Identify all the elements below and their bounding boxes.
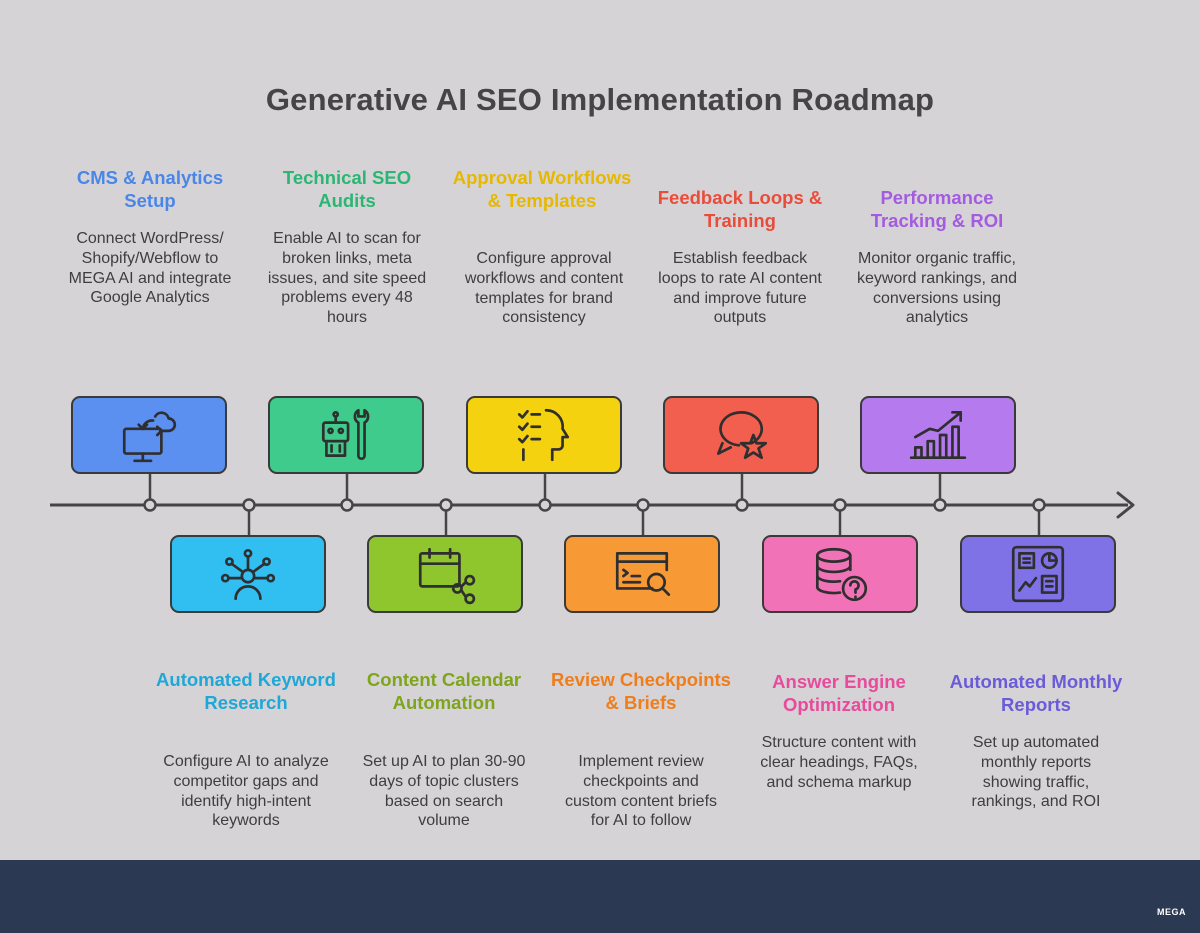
step-desc-feedback-loops: Establish feedback loops to rate AI cont… bbox=[658, 250, 822, 327]
step-title-review-checkpoints: Review Checkpoints & Briefs bbox=[551, 669, 731, 713]
calendar-share-icon bbox=[418, 547, 476, 605]
timeline-node bbox=[143, 498, 157, 512]
timeline-node bbox=[242, 498, 256, 512]
step-box-answer-engine bbox=[762, 535, 918, 613]
step-title-content-calendar: Content Calendar Automation bbox=[366, 669, 522, 713]
step-desc-content-calendar: Set up AI to plan 30-90 days of topic cl… bbox=[362, 753, 526, 830]
timeline-node bbox=[833, 498, 847, 512]
step-box-content-calendar bbox=[367, 535, 523, 613]
step-title-feedback-loops: Feedback Loops & Training bbox=[657, 187, 823, 231]
step-desc-keyword-research: Configure AI to analyze competitor gaps … bbox=[163, 753, 329, 830]
timeline-node bbox=[1032, 498, 1046, 512]
step-box-review-checkpoints bbox=[564, 535, 720, 613]
step-desc-performance-tracking: Monitor organic traffic, keyword ranking… bbox=[856, 250, 1018, 327]
step-desc-answer-engine: Structure content with clear headings, F… bbox=[760, 734, 918, 791]
step-box-performance-tracking bbox=[860, 396, 1016, 474]
step-box-feedback-loops bbox=[663, 396, 819, 474]
browser-search-icon bbox=[615, 552, 671, 596]
person-network-icon bbox=[220, 548, 276, 601]
step-title-performance-tracking: Performance Tracking & ROI bbox=[870, 187, 1004, 231]
timeline-node bbox=[735, 498, 749, 512]
chat-star-icon bbox=[716, 411, 768, 460]
step-box-technical-seo bbox=[268, 396, 424, 474]
step-title-monthly-reports: Automated Monthly Reports bbox=[949, 671, 1123, 715]
step-title-technical-seo: Technical SEO Audits bbox=[282, 167, 412, 211]
step-desc-approval-workflows: Configure approval workflows and content… bbox=[464, 250, 624, 327]
timeline-node bbox=[340, 498, 354, 512]
brand-logo: MEGA bbox=[1157, 907, 1186, 917]
step-desc-cms-analytics: Connect WordPress/ Shopify/Webflow to ME… bbox=[68, 230, 232, 307]
step-box-approval-workflows bbox=[466, 396, 622, 474]
step-title-keyword-research: Automated Keyword Research bbox=[156, 669, 336, 713]
timeline-node bbox=[439, 498, 453, 512]
step-box-cms-analytics bbox=[71, 396, 227, 474]
timeline-node bbox=[538, 498, 552, 512]
step-box-keyword-research bbox=[170, 535, 326, 613]
step-desc-review-checkpoints: Implement review checkpoints and custom … bbox=[564, 753, 718, 830]
timeline-node bbox=[636, 498, 650, 512]
step-title-cms-analytics: CMS & Analytics Setup bbox=[76, 167, 224, 211]
database-question-icon bbox=[815, 547, 868, 602]
step-title-answer-engine: Answer Engine Optimization bbox=[772, 671, 906, 715]
step-desc-monthly-reports: Set up automated monthly reports showing… bbox=[971, 734, 1101, 811]
step-title-approval-workflows: Approval Workflows & Templates bbox=[452, 167, 632, 211]
step-box-monthly-reports bbox=[960, 535, 1116, 613]
dashboard-report-icon bbox=[1011, 545, 1065, 603]
timeline-node bbox=[933, 498, 947, 512]
checklist-head-icon bbox=[517, 408, 570, 462]
footer-bar: MEGA bbox=[0, 860, 1200, 933]
step-desc-technical-seo: Enable AI to scan for broken links, meta… bbox=[267, 230, 427, 327]
timeline bbox=[50, 474, 1135, 535]
page-title: Generative AI SEO Implementation Roadmap bbox=[265, 82, 935, 117]
roadmap-canvas: Generative AI SEO Implementation Roadmap… bbox=[0, 0, 1200, 860]
timeline-arrow-icon bbox=[1116, 491, 1135, 519]
growth-chart-icon bbox=[909, 410, 967, 460]
robot-wrench-icon bbox=[321, 408, 370, 460]
cloud-sync-monitor-icon bbox=[122, 411, 177, 463]
